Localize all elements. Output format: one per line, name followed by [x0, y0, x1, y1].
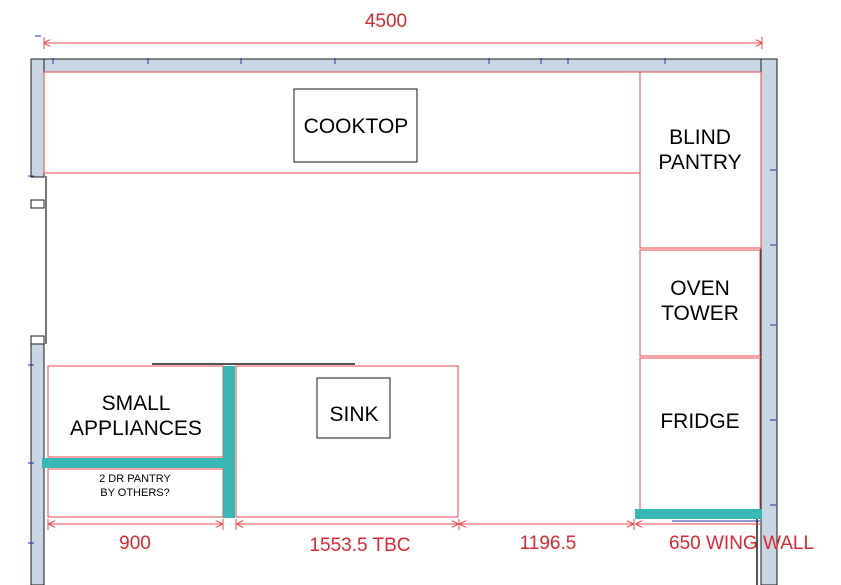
window-left-bottom — [30, 335, 45, 345]
dr-pantry-label-1: 2 DR PANTRY — [99, 473, 171, 485]
wall-left-upper — [30, 58, 45, 178]
sink-bench — [235, 365, 459, 518]
fridge — [639, 357, 761, 511]
overall-width-label: 4500 — [365, 11, 407, 32]
oven-tower-label-1: OVEN — [670, 277, 730, 300]
blind-pantry — [639, 71, 762, 249]
blind-pantry-label-2: PANTRY — [658, 151, 741, 174]
overall-dimension: 4500 — [44, 11, 762, 49]
cooktop-unit — [293, 88, 418, 163]
wall-right — [760, 58, 778, 585]
oven-tower — [639, 249, 761, 357]
cooktop-label: COOKTOP — [304, 115, 409, 138]
small-appliances-label-1: SMALL — [102, 392, 171, 415]
sink-unit — [316, 377, 391, 439]
sink-label: SINK — [329, 403, 378, 426]
dim-1553-label: 1553.5 TBC — [309, 535, 410, 556]
dr-pantry-label-2: BY OTHERS? — [100, 487, 170, 499]
blind-pantry-label-1: BLIND — [669, 126, 731, 149]
oven-tower-label-2: TOWER — [661, 302, 739, 325]
island-end-panel — [223, 366, 235, 518]
dim-1196-label: 1196.5 — [520, 533, 577, 554]
window-left-top — [30, 199, 45, 209]
fridge-wing-wall — [635, 509, 762, 519]
small-appliances-label-2: APPLIANCES — [70, 417, 202, 440]
divider-shelf — [42, 458, 223, 468]
bottom-dimensions: 900 1553.5 TBC 1196.5 650 WING WALL — [47, 519, 814, 556]
walls — [30, 58, 778, 585]
wall-tick-marks — [28, 35, 776, 544]
dim-900-label: 900 — [119, 533, 151, 554]
fridge-label: FRIDGE — [660, 410, 739, 433]
dim-650-label: 650 WING WALL — [669, 533, 814, 554]
